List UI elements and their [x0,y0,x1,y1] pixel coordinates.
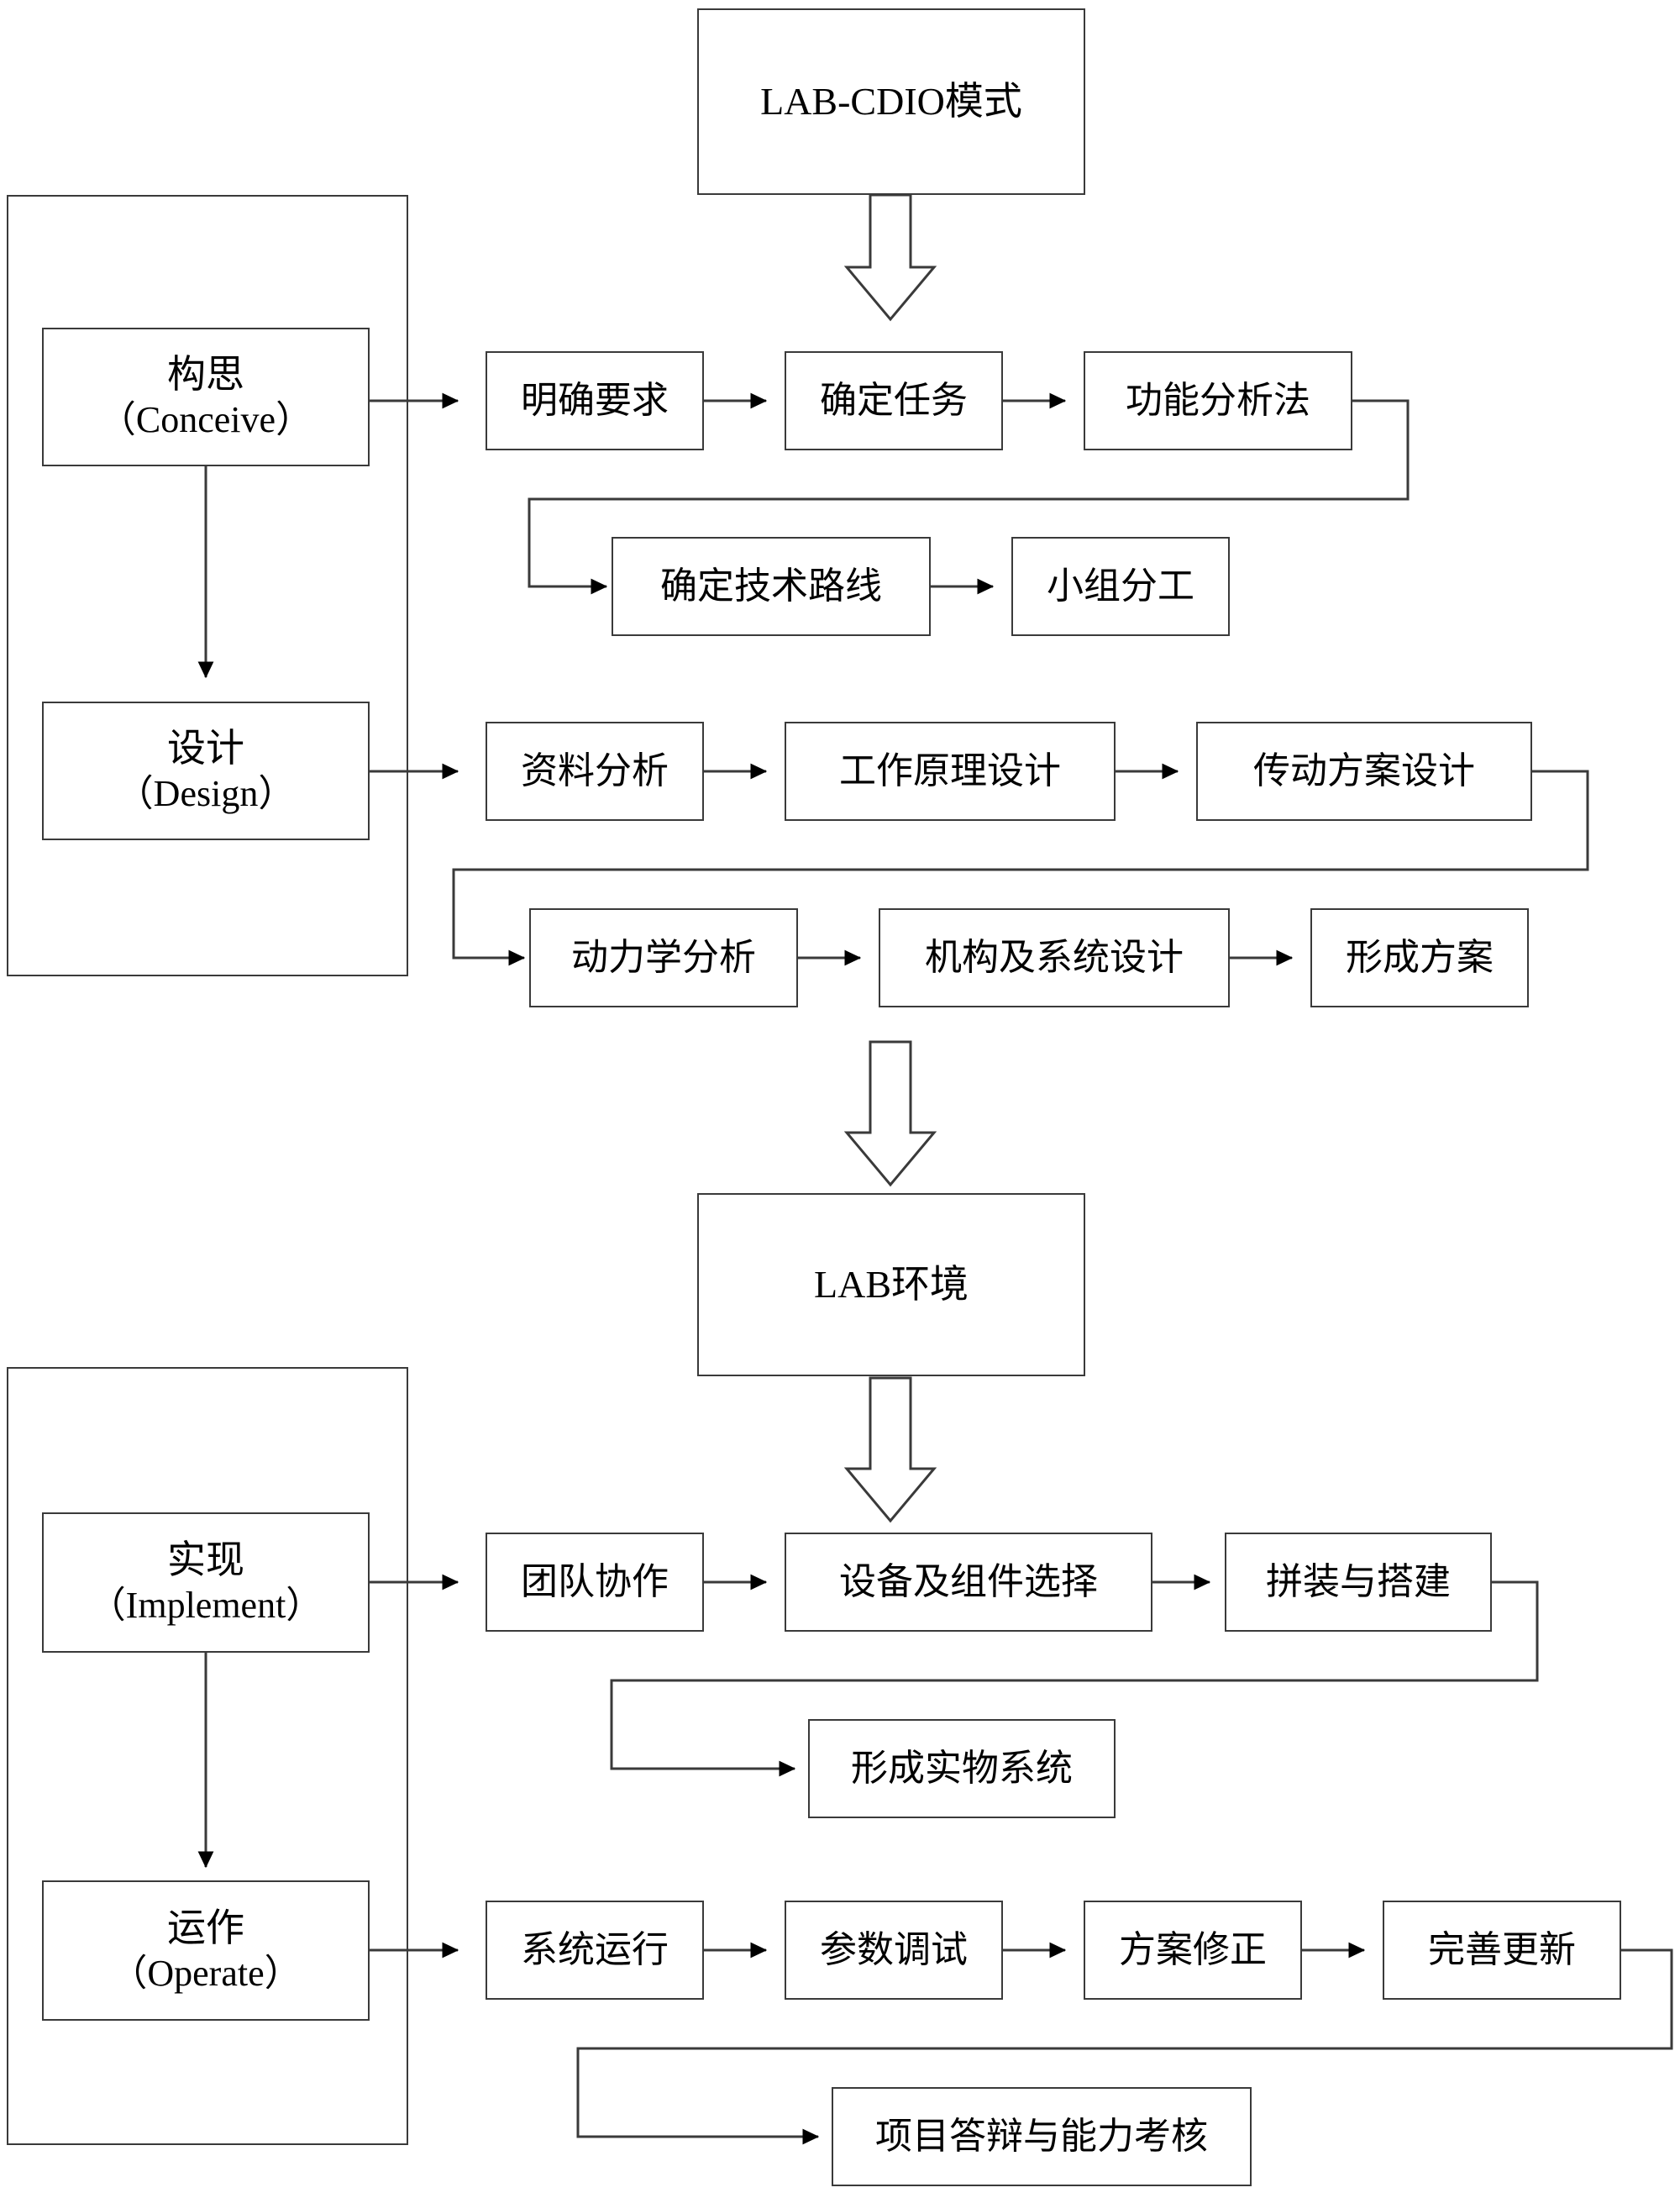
process-box-dynamics-analysis[interactable]: 动力学分析 [529,908,798,1007]
process-box-clarify-requirements[interactable]: 明确要求 [486,351,704,450]
process-box-team-collaboration[interactable]: 团队协作 [486,1533,704,1632]
process-box-working-principle-design[interactable]: 工作原理设计 [785,722,1116,821]
process-label: 团队协作 [521,1561,669,1603]
process-box-improvement-update[interactable]: 完善更新 [1383,1901,1621,2000]
lab-environment-box[interactable]: LAB环境 [697,1193,1085,1376]
stage-box-conceive[interactable]: 构思 （Conceive） [42,328,370,466]
edge-gnfxf-to-qdjslx [528,399,1410,595]
process-label: 确定任务 [820,380,968,422]
process-label: 参数调试 [820,1929,968,1971]
process-label: 形成方案 [1346,937,1494,979]
process-label: 系统运行 [521,1929,669,1971]
process-box-system-operation[interactable]: 系统运行 [486,1901,704,2000]
process-box-function-analysis[interactable]: 功能分析法 [1084,351,1352,450]
block-arrow-to-labenv [843,1040,937,1187]
process-label: 传动方案设计 [1253,750,1475,792]
process-box-define-tech-route[interactable]: 确定技术路线 [612,537,931,636]
process-box-equipment-component-selection[interactable]: 设备及组件选择 [785,1533,1152,1632]
process-label: 功能分析法 [1126,380,1310,422]
edge-cdfasj-to-dlxfx [452,770,1589,966]
process-label: 形成实物系统 [851,1748,1073,1790]
stage-implement-en: （Implement） [88,1584,323,1626]
process-label: 明确要求 [521,380,669,422]
process-label: 机构及系统设计 [925,937,1184,979]
stage-design-en: （Design） [116,772,296,814]
stage-box-operate[interactable]: 运作 （Operate） [42,1880,370,2021]
implement-operate-group-frame [7,1367,408,2145]
stage-operate-en: （Operate） [110,1952,302,1994]
process-label: 项目答辩与能力考核 [875,2116,1208,2158]
block-arrow-labenv-down [843,1376,937,1523]
stage-operate-cn: 运作 [167,1906,244,1950]
process-label: 资料分析 [521,750,669,792]
process-box-team-division[interactable]: 小组分工 [1011,537,1230,636]
process-box-parameter-tuning[interactable]: 参数调试 [785,1901,1003,2000]
process-box-project-defense-assessment[interactable]: 项目答辩与能力考核 [832,2087,1252,2186]
process-box-define-task[interactable]: 确定任务 [785,351,1003,450]
process-label: 完善更新 [1428,1929,1576,1971]
stage-box-design[interactable]: 设计 （Design） [42,702,370,840]
process-box-data-analysis[interactable]: 资料分析 [486,722,704,821]
process-label: 设备及组件选择 [839,1561,1098,1603]
process-label: 小组分工 [1047,565,1194,607]
edge-wsgx-to-xmdbynlkh [576,1948,1673,2145]
process-label: 确定技术路线 [660,565,882,607]
title-box[interactable]: LAB-CDIO模式 [697,8,1085,195]
process-label: 拼装与搭建 [1266,1561,1451,1603]
process-box-transmission-scheme-design[interactable]: 传动方案设计 [1196,722,1532,821]
process-box-scheme-correction[interactable]: 方案修正 [1084,1901,1302,2000]
process-box-form-physical-system[interactable]: 形成实物系统 [808,1719,1116,1818]
stage-conceive-en: （Conceive） [98,398,313,440]
process-box-form-scheme[interactable]: 形成方案 [1310,908,1529,1007]
process-label: 工作原理设计 [839,750,1061,792]
block-arrow-title-down [843,193,937,322]
process-label: 方案修正 [1119,1929,1267,1971]
process-box-assembly-construction[interactable]: 拼装与搭建 [1225,1533,1492,1632]
process-box-mechanism-system-design[interactable]: 机构及系统设计 [879,908,1230,1007]
lab-environment-label: LAB环境 [814,1262,969,1306]
edge-pzysj-to-xcswxt [610,1580,1539,1777]
stage-box-implement[interactable]: 实现 （Implement） [42,1512,370,1653]
title-box-label: LAB-CDIO模式 [760,79,1022,123]
stage-design-cn: 设计 [167,727,244,770]
stage-implement-cn: 实现 [167,1538,244,1582]
stage-conceive-cn: 构思 [167,353,244,397]
process-label: 动力学分析 [571,937,756,979]
conceive-design-group-frame [7,195,408,976]
